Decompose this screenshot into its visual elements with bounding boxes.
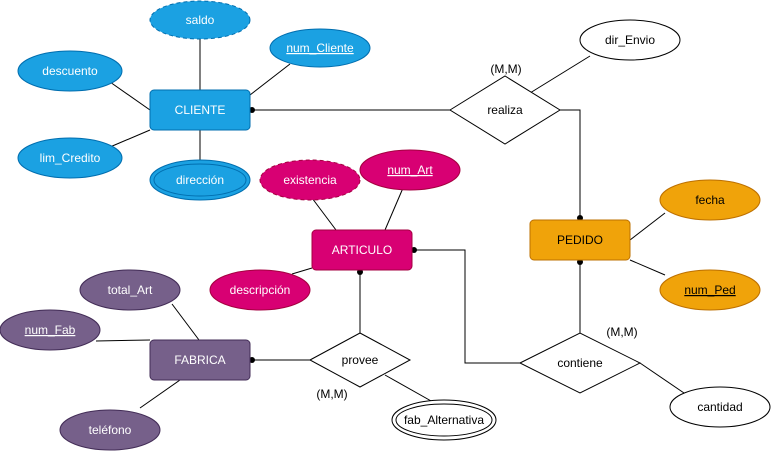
attr-telefono-label: teléfono: [89, 423, 132, 437]
attr-existencia[interactable]: [259, 159, 361, 201]
cardinality-provee: (M,M): [316, 387, 347, 401]
entity-articulo-label: ARTICULO: [332, 243, 392, 257]
connectors: [95, 39, 685, 409]
attr-descripcion-label: descripción: [230, 283, 291, 297]
cardinality-realiza: (M,M): [490, 62, 521, 76]
relationship-contiene-label: contiene: [557, 356, 603, 370]
attr-lim-credito-label: lim_Credito: [40, 151, 101, 165]
entity-cliente-label: CLIENTE: [175, 103, 226, 117]
fabrica-attributes: total_Art num_Fab teléfono: [0, 269, 181, 451]
attr-saldo[interactable]: [149, 0, 251, 40]
attr-num-fab[interactable]: [0, 309, 101, 351]
cardinality-contiene: (M,M): [606, 325, 637, 339]
attr-total-art-label: total_Art: [108, 283, 153, 297]
relationship-contiene[interactable]: [518, 332, 642, 394]
attr-dir-envio[interactable]: [579, 19, 681, 61]
attr-descripcion[interactable]: [209, 269, 311, 311]
line-articulo-contiene: [412, 249, 520, 364]
line-existencia-articulo: [311, 197, 337, 231]
attr-num-ped[interactable]: [659, 269, 761, 311]
attr-fab-alternativa[interactable]: [391, 399, 497, 441]
entity-pedido[interactable]: [529, 219, 631, 261]
attr-fecha-label: fecha: [695, 193, 725, 207]
attr-dir-envio-label: dir_Envio: [605, 33, 655, 47]
attr-direccion-label: dirección: [176, 173, 224, 187]
line-numcliente-cliente: [249, 63, 291, 96]
attr-direccion[interactable]: [149, 159, 251, 201]
attr-num-ped-label: num_Ped: [684, 283, 735, 297]
attr-cantidad-label: cantidad: [697, 400, 742, 414]
relationship-provee[interactable]: [308, 332, 412, 388]
attr-cantidad[interactable]: [669, 386, 771, 428]
relationship-realiza[interactable]: [449, 75, 561, 145]
attr-lim-credito[interactable]: [17, 137, 123, 179]
entity-fabrica[interactable]: [149, 339, 251, 381]
attr-telefono[interactable]: [59, 409, 161, 451]
line-fecha-pedido: [629, 212, 666, 241]
line-numart-articulo: [384, 187, 404, 231]
attr-num-cliente[interactable]: [269, 28, 371, 68]
attr-existencia-label: existencia: [283, 173, 337, 187]
attr-fecha[interactable]: [659, 179, 761, 221]
entity-pedido-label: PEDIDO: [557, 233, 603, 247]
entity-fabrica-label: FABRICA: [174, 353, 225, 367]
line-cantidad-contiene: [639, 362, 685, 394]
attr-fab-alternativa-inner: [395, 403, 493, 437]
attr-direccion-inner: [153, 163, 247, 197]
entity-articulo[interactable]: [311, 229, 413, 271]
line-limcredito-cliente: [109, 129, 151, 148]
pedido-attributes: fecha num_Ped: [659, 179, 761, 311]
attr-total-art[interactable]: [79, 269, 181, 311]
line-totalart-fabrica: [171, 303, 200, 341]
line-descripcion-articulo: [291, 267, 313, 275]
line-direnvio-realiza: [529, 55, 591, 94]
line-telefono-fabrica: [139, 379, 181, 409]
attr-num-fab-label: num_Fab: [25, 323, 76, 337]
attr-num-cliente-label: num_Cliente: [286, 41, 354, 55]
attr-descuento[interactable]: [17, 50, 123, 92]
relationship-realiza-label: realiza: [487, 103, 523, 117]
articulo-attributes: existencia num_Art descripción: [209, 149, 461, 311]
line-descuento-cliente: [109, 81, 151, 111]
entity-cliente[interactable]: [149, 89, 251, 131]
relationship-provee-label: provee: [342, 353, 379, 367]
attr-num-art-label: num_Art: [387, 163, 433, 177]
line-realiza-pedido: [560, 109, 581, 220]
line-numped-pedido: [629, 259, 666, 276]
attr-fab-alternativa-label: fab_Alternativa: [404, 413, 484, 427]
line-numfab-fabrica: [95, 339, 151, 342]
cliente-attributes: saldo num_Cliente descuento lim_Credito …: [17, 0, 371, 201]
attr-num-art[interactable]: [359, 149, 461, 191]
attr-saldo-label: saldo: [186, 13, 215, 27]
attr-descuento-label: descuento: [42, 64, 98, 78]
